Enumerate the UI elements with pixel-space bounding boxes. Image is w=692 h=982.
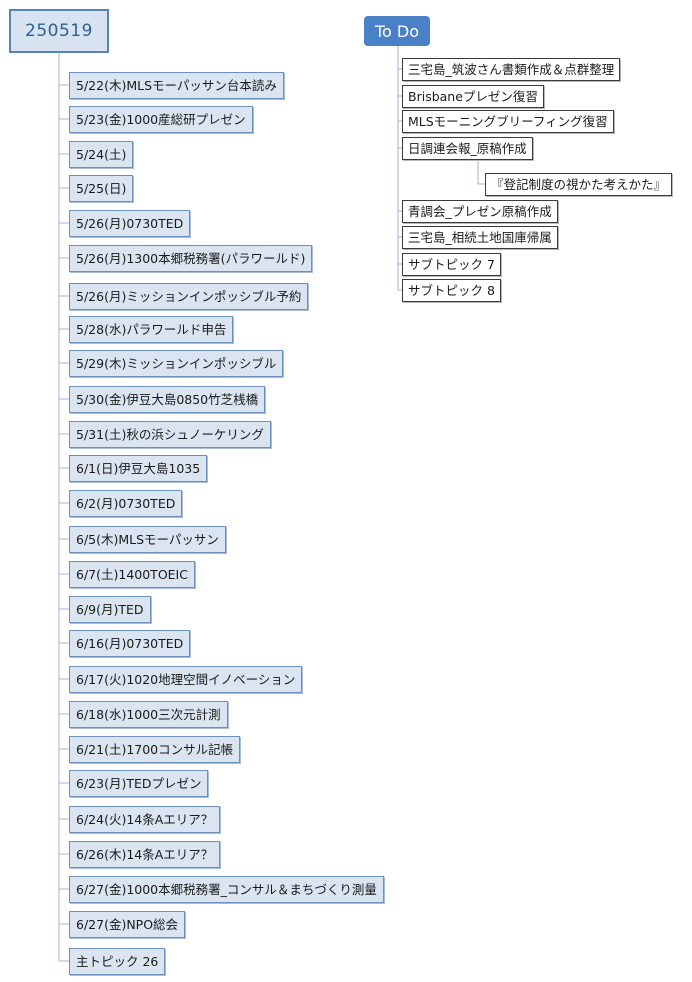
root-topic-label: 250519	[25, 21, 93, 41]
subtopic[interactable]: 6/24(火)14条Aエリア？	[69, 806, 221, 833]
subtopic[interactable]: 主トピック 26	[69, 948, 166, 975]
todo-item[interactable]: MLSモーニングブリーフィング復習	[402, 110, 614, 133]
subtopic[interactable]: 6/16(月)0730TED	[69, 630, 191, 657]
subtopic[interactable]: 5/26(月)0730TED	[69, 210, 191, 237]
todo-item[interactable]: 三宅島_相続土地国庫帰属	[402, 226, 558, 249]
subtopic[interactable]: 6/5(木)MLSモーパッサン	[69, 526, 226, 553]
subtopic[interactable]: 6/23(月)TEDプレゼン	[69, 770, 209, 797]
todo-item[interactable]: 日調連会報_原稿作成	[402, 137, 533, 160]
todo-item[interactable]: サブトピック 8	[402, 279, 501, 302]
subtopic[interactable]: 5/26(月)1300本郷税務署(パラワールド)	[69, 245, 313, 272]
subtopic[interactable]: 6/21(土)1700コンサル記帳	[69, 736, 241, 763]
subtopic[interactable]: 5/25(日)	[69, 175, 134, 202]
subtopic[interactable]: 6/7(土)1400TOEIC	[69, 561, 195, 588]
subtopic[interactable]: 6/17(火)1020地理空間イノベーション	[69, 666, 303, 693]
todo-subitem[interactable]: 『登記制度の視かた考えかた』	[485, 173, 673, 196]
todo-topic-label: To Do	[374, 21, 420, 41]
subtopic[interactable]: 5/23(金)1000産総研プレゼン	[69, 106, 253, 133]
todo-item[interactable]: Brisbaneプレゼン復習	[402, 85, 544, 108]
todo-topic[interactable]: To Do	[364, 16, 430, 46]
subtopic[interactable]: 5/30(金)伊豆大島0850竹芝桟橋	[69, 386, 266, 413]
subtopic[interactable]: 5/28(水)パラワールド申告	[69, 316, 234, 343]
subtopic[interactable]: 5/26(月)ミッションインポッシブル予約	[69, 283, 309, 310]
todo-item[interactable]: 三宅島_筑波さん書類作成＆点群整理	[402, 58, 621, 81]
root-topic[interactable]: 250519	[9, 9, 109, 53]
subtopic[interactable]: 5/24(土)	[69, 141, 134, 168]
subtopic[interactable]: 5/22(木)MLSモーパッサン台本読み	[69, 72, 284, 99]
subtopic[interactable]: 5/29(木)ミッションインポッシブル	[69, 350, 284, 377]
subtopic[interactable]: 6/18(水)1000三次元計測	[69, 701, 228, 728]
todo-item[interactable]: サブトピック 7	[402, 253, 501, 276]
subtopic[interactable]: 6/26(木)14条Aエリア？	[69, 841, 221, 868]
subtopic[interactable]: 6/2(月)0730TED	[69, 490, 183, 517]
subtopic[interactable]: 6/27(金)1000本郷税務署_コンサル＆まちづくり測量	[69, 876, 384, 903]
subtopic[interactable]: 5/31(土)秋の浜シュノーケリング	[69, 421, 271, 448]
todo-item[interactable]: 青調会_プレゼン原稿作成	[402, 200, 558, 223]
subtopic[interactable]: 6/1(日)伊豆大島1035	[69, 455, 208, 482]
subtopic[interactable]: 6/27(金)NPO総会	[69, 911, 186, 938]
subtopic[interactable]: 6/9(月)TED	[69, 596, 151, 623]
